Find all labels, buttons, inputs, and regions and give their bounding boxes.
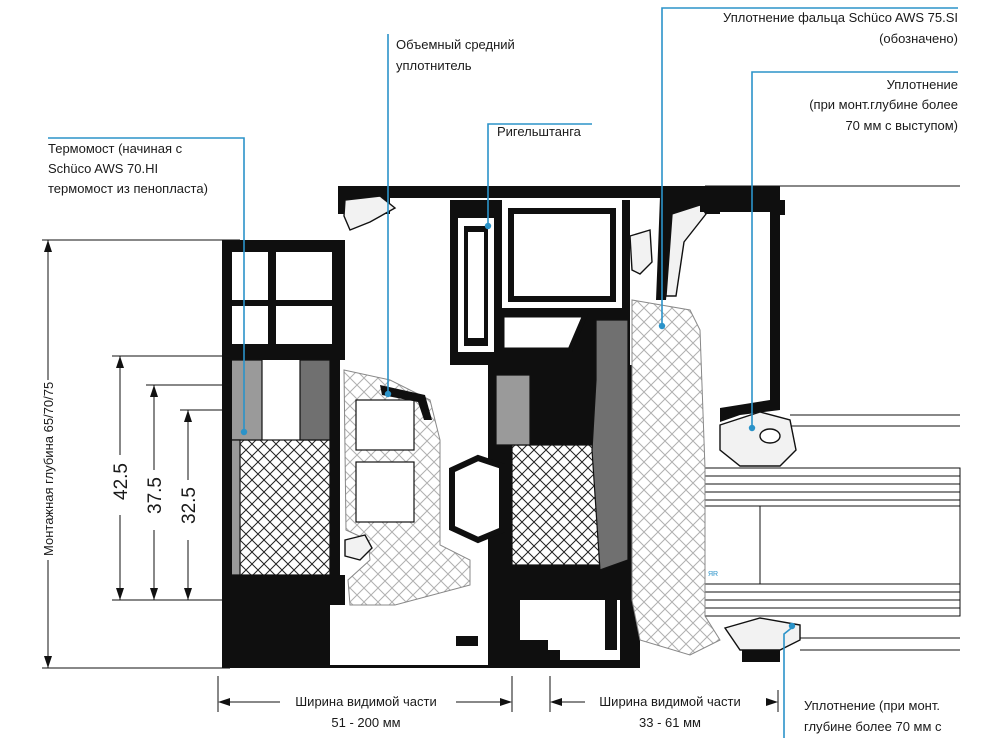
callout-thermal-bridge: Термомост (начиная с Schüco AWS 70.HI те… [48, 141, 208, 196]
callout-transom: Ригельштанга [497, 124, 582, 139]
dimension-37-5: 37.5 [145, 477, 166, 514]
glazing-unit: ЯR [704, 185, 961, 651]
thermal-bridge-line3: термомост из пенопласта) [48, 181, 208, 196]
callout-center-seal: Объемный средний уплотнитель [396, 37, 515, 73]
center-seal-line2: уплотнитель [396, 58, 472, 73]
sash-profile [449, 319, 640, 668]
seal-lower-line1: Уплотнение (при монт. [804, 698, 940, 713]
visible-width-left-line2: 51 - 200 мм [331, 715, 400, 730]
seal-upper-line3: 70 мм с выступом) [845, 118, 958, 133]
callout-seal-lower: Уплотнение (при монт. глубине более 70 м… [804, 698, 942, 734]
seal-upper-line2: (при монт.глубине более [809, 97, 958, 112]
svg-text:ЯR: ЯR [708, 571, 718, 578]
mounting-depth-label: Монтажная глубина 65/70/75 [41, 382, 56, 556]
center-seal-profile [343, 369, 471, 606]
dimension-texts: Монтажная глубина 65/70/75 42.5 37.5 32.… [40, 380, 741, 730]
dimension-lines [42, 239, 779, 712]
glazing-gaskets [629, 196, 801, 662]
seal-lower-line2: глубине более 70 мм с [804, 719, 942, 734]
thermal-bridge-line1: Термомост (начиная с [48, 141, 183, 156]
callout-rebate-seal: Уплотнение фальца Schüco AWS 75.SI (обоз… [723, 10, 958, 46]
dimension-32-5: 32.5 [179, 487, 200, 524]
frame-profile-left [222, 240, 560, 668]
seal-upper-line1: Уплотнение [887, 77, 958, 92]
dimension-42-5: 42.5 [111, 463, 132, 500]
thermal-bridge-line2: Schüco AWS 70.HI [48, 161, 158, 176]
visible-width-right-line2: 33 - 61 мм [639, 715, 701, 730]
callout-seal-upper: Уплотнение (при монт.глубине более 70 мм… [809, 77, 958, 133]
center-seal-line1: Объемный средний [396, 37, 515, 52]
rebate-seal-line2: (обозначено) [879, 31, 958, 46]
leader-lines [48, 7, 958, 738]
visible-width-left-line1: Ширина видимой части [295, 694, 436, 709]
transom-label: Ригельштанга [497, 124, 582, 139]
rebate-seal-line1: Уплотнение фальца Schüco AWS 75.SI [723, 10, 958, 25]
visible-width-right-line1: Ширина видимой части [599, 694, 740, 709]
transom-profile [338, 186, 780, 365]
